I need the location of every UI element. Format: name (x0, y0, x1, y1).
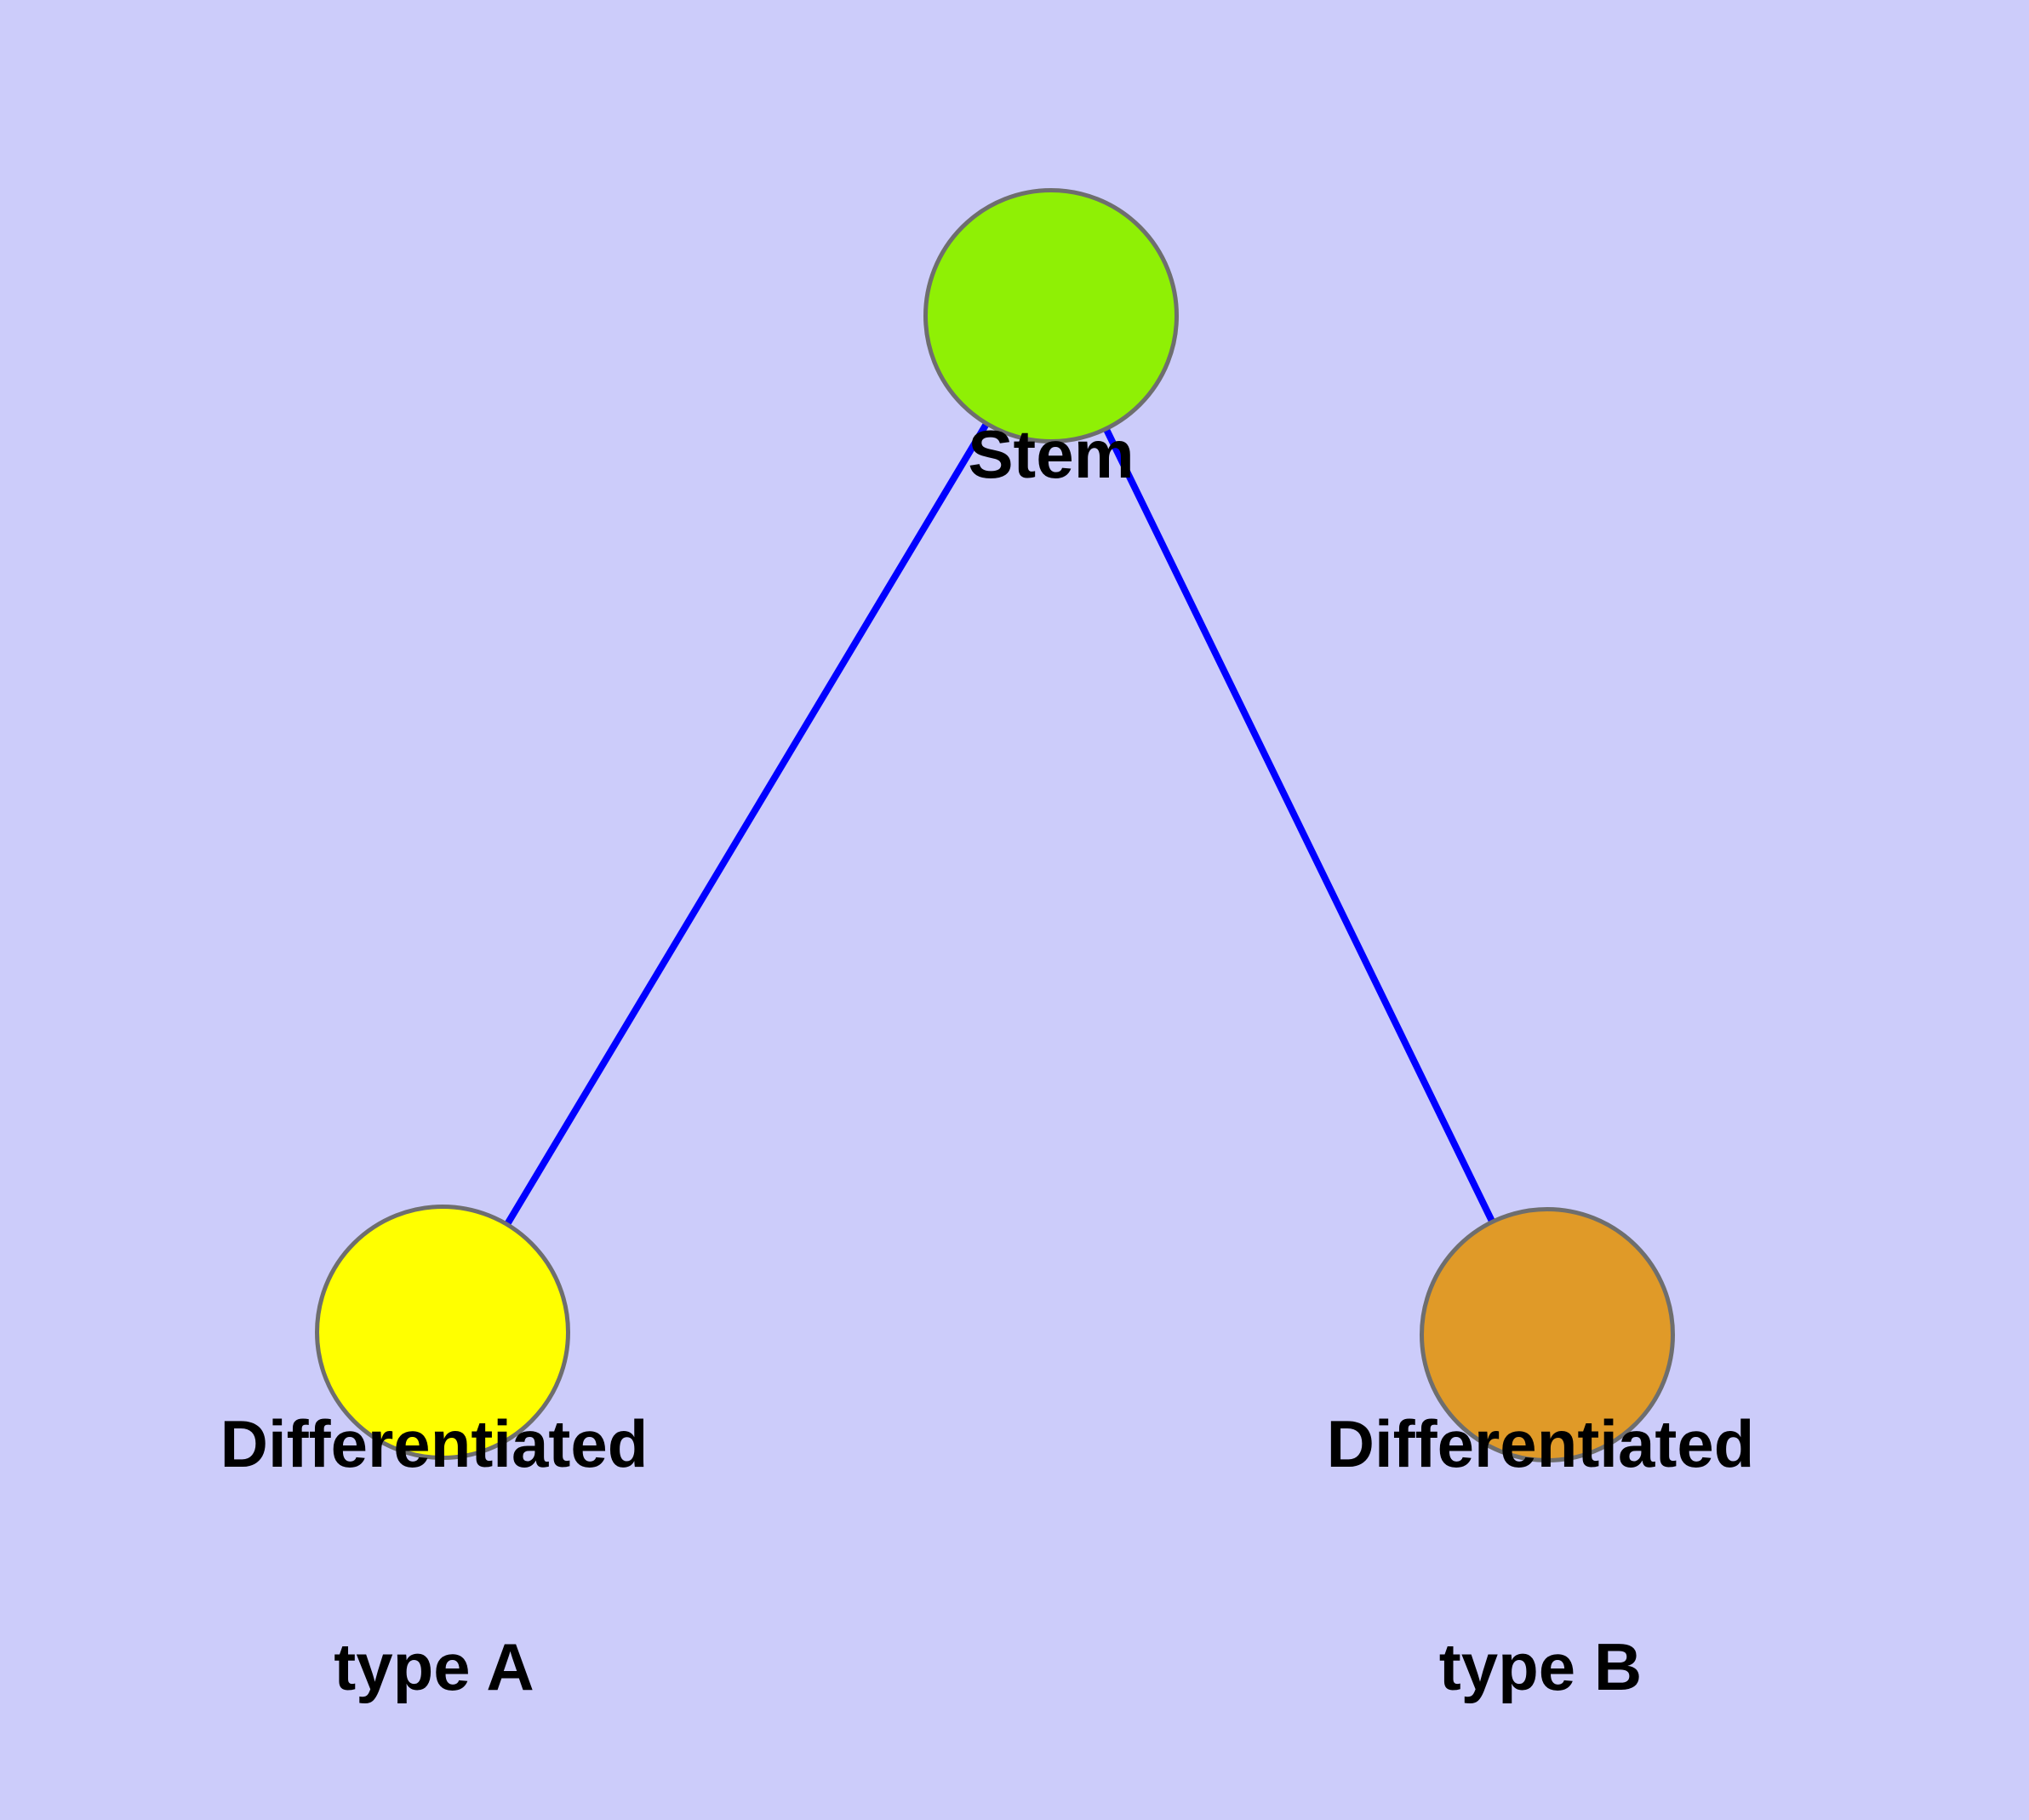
edge-stem-to-differentiated-type-b (1048, 314, 1551, 1336)
edge-layer (439, 313, 1551, 1336)
node-differentiated-type-b[interactable] (1420, 1207, 1675, 1462)
node-stem[interactable] (923, 188, 1179, 444)
node-layer (315, 188, 1675, 1462)
edge-stem-to-differentiated-type-a (439, 313, 1055, 1335)
node-differentiated-type-a[interactable] (315, 1205, 570, 1460)
